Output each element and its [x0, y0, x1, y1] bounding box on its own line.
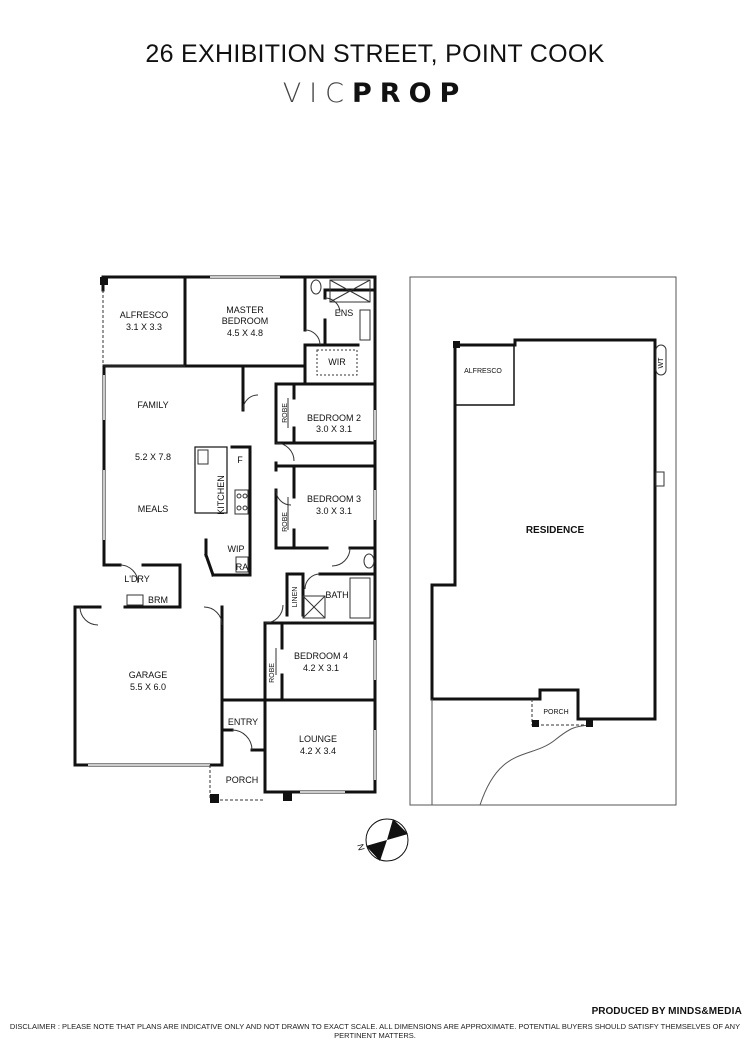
- room-label-ens: ENS: [335, 308, 354, 318]
- room-dims-bedroom2: 3.0 X 3.1: [316, 424, 352, 434]
- room-label-entry: ENTRY: [228, 717, 258, 727]
- room-label-family: FAMILY: [137, 400, 168, 410]
- floorplan-details: [79, 276, 376, 801]
- brand-logo-bold: PROP: [351, 78, 468, 109]
- room-dims-master: 4.5 X 4.8: [227, 328, 263, 338]
- property-address: 26 EXHIBITION STREET, POINT COOK: [145, 40, 605, 68]
- room-label-garage: GARAGE: [129, 670, 168, 680]
- producer-name: MINDS&MEDIA: [668, 1006, 742, 1017]
- site-label-porch: PORCH: [543, 709, 568, 716]
- site-label-residence: RESIDENCE: [526, 525, 585, 536]
- room-label-bath: BATH: [325, 590, 348, 600]
- room-dims-family: 5.2 X 7.8: [135, 452, 171, 462]
- site-label-wt: WT: [658, 357, 665, 369]
- appliance-label-fridge: F: [237, 455, 243, 465]
- room-dims-bedroom3: 3.0 X 3.1: [316, 506, 352, 516]
- room-label-master-line1: MASTER: [226, 305, 264, 315]
- room-label-robe-2: ROBE: [282, 403, 289, 423]
- room-label-wir: WIR: [328, 357, 346, 367]
- room-label-linen: LINEN: [292, 587, 299, 608]
- room-label-wip: WIP: [228, 544, 245, 554]
- room-label-meals: MEALS: [138, 504, 169, 514]
- room-label-kitchen: KITCHEN: [216, 475, 226, 515]
- room-label-bedroom2: BEDROOM 2: [307, 413, 361, 423]
- meter-box: [655, 471, 665, 487]
- water-tank: [655, 344, 667, 376]
- brand-logo: VICPROP: [0, 78, 750, 109]
- room-dims-bedroom4: 4.2 X 3.1: [303, 663, 339, 673]
- room-label-robe-3: ROBE: [282, 512, 289, 532]
- room-dims-lounge: 4.2 X 3.4: [300, 746, 336, 756]
- room-dims-garage: 5.5 X 6.0: [130, 682, 166, 692]
- room-label-alfresco: ALFRESCO: [120, 310, 169, 320]
- room-label-ra: RA: [236, 562, 249, 572]
- room-label-lounge: LOUNGE: [299, 734, 337, 744]
- room-label-bedroom4: BEDROOM 4: [294, 651, 348, 661]
- room-label-master-line2: BEDROOM: [222, 316, 269, 326]
- room-dims-alfresco: 3.1 X 3.3: [126, 322, 162, 332]
- producer-credit: PRODUCED BY MINDS&MEDIA: [592, 1006, 742, 1017]
- floorplan-labels: ALFRESCO 3.1 X 3.3 MASTER BEDROOM 4.5 X …: [120, 305, 361, 785]
- room-label-robe-4: ROBE: [269, 663, 276, 683]
- floorplan-walls: [73, 275, 377, 794]
- compass-north-label: N: [355, 843, 366, 852]
- siteplan: [409, 276, 677, 806]
- residence-outline: [430, 338, 657, 721]
- produced-by-label: PRODUCED BY: [591, 1006, 666, 1017]
- room-label-ldry: L'DRY: [124, 574, 150, 584]
- site-boundary: [409, 276, 677, 806]
- site-label-alfresco: ALFRESCO: [464, 368, 502, 375]
- room-label-porch: PORCH: [226, 775, 259, 785]
- disclaimer-text: DISCLAIMER : PLEASE NOTE THAT PLANS ARE …: [9, 1022, 741, 1040]
- compass-icon: N: [355, 818, 409, 862]
- brand-logo-light: VIC: [282, 78, 352, 109]
- floorplan-posts: [100, 277, 292, 803]
- room-label-bedroom3: BEDROOM 3: [307, 494, 361, 504]
- siteplan-labels: ALFRESCO RESIDENCE PORCH WT: [464, 357, 665, 716]
- room-label-brm: BRM: [148, 595, 168, 605]
